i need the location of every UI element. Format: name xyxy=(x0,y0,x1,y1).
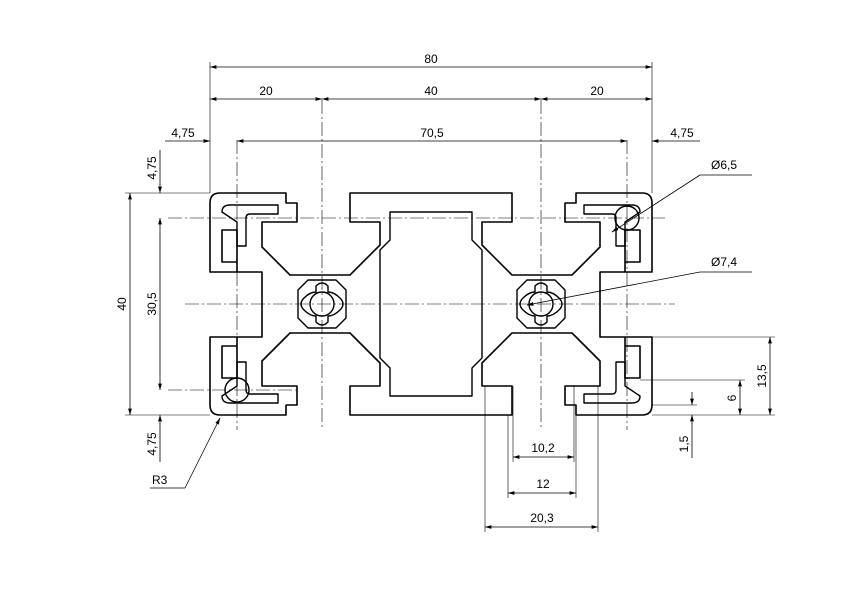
top-dimensions: 80 20 40 20 4,75 70,5 4,75 xyxy=(165,52,700,193)
dim-right-offset: 4,75 xyxy=(670,126,694,140)
dim-slot-inner: 20,3 xyxy=(530,511,554,525)
dim-left-offset: 4,75 xyxy=(171,126,195,140)
dim-bottom-offset: 4,75 xyxy=(145,432,159,456)
bottom-dimensions: 10,2 12 20,3 xyxy=(484,386,599,532)
dim-hole-large: Ø7,4 xyxy=(711,255,737,269)
dim-slot-opening: 10,2 xyxy=(531,441,555,455)
leaders: Ø6,5 Ø7,4 R3 xyxy=(150,158,752,489)
dim-center-pitch: 40 xyxy=(424,84,438,98)
dim-wall: 1,5 xyxy=(677,435,691,452)
dim-radius: R3 xyxy=(152,473,168,487)
right-dimensions: 13,5 6 1,5 xyxy=(600,336,775,458)
dim-overall-width: 80 xyxy=(424,52,438,66)
dim-hole-small: Ø6,5 xyxy=(711,158,737,172)
dim-right-pitch: 20 xyxy=(590,84,604,98)
center-lines xyxy=(168,100,675,430)
dim-slot-depth: 13,5 xyxy=(755,364,769,388)
dim-slot-height: 30,5 xyxy=(145,292,159,316)
dim-top-offset: 4,75 xyxy=(145,156,159,180)
dim-lip-depth: 6 xyxy=(725,394,739,401)
dim-slot-width: 12 xyxy=(536,477,550,491)
dim-left-pitch: 20 xyxy=(259,84,273,98)
dim-slot-pitch: 70,5 xyxy=(420,126,444,140)
dim-overall-height: 40 xyxy=(115,297,129,311)
left-dimensions: 40 30,5 4,75 4,75 xyxy=(115,150,210,462)
